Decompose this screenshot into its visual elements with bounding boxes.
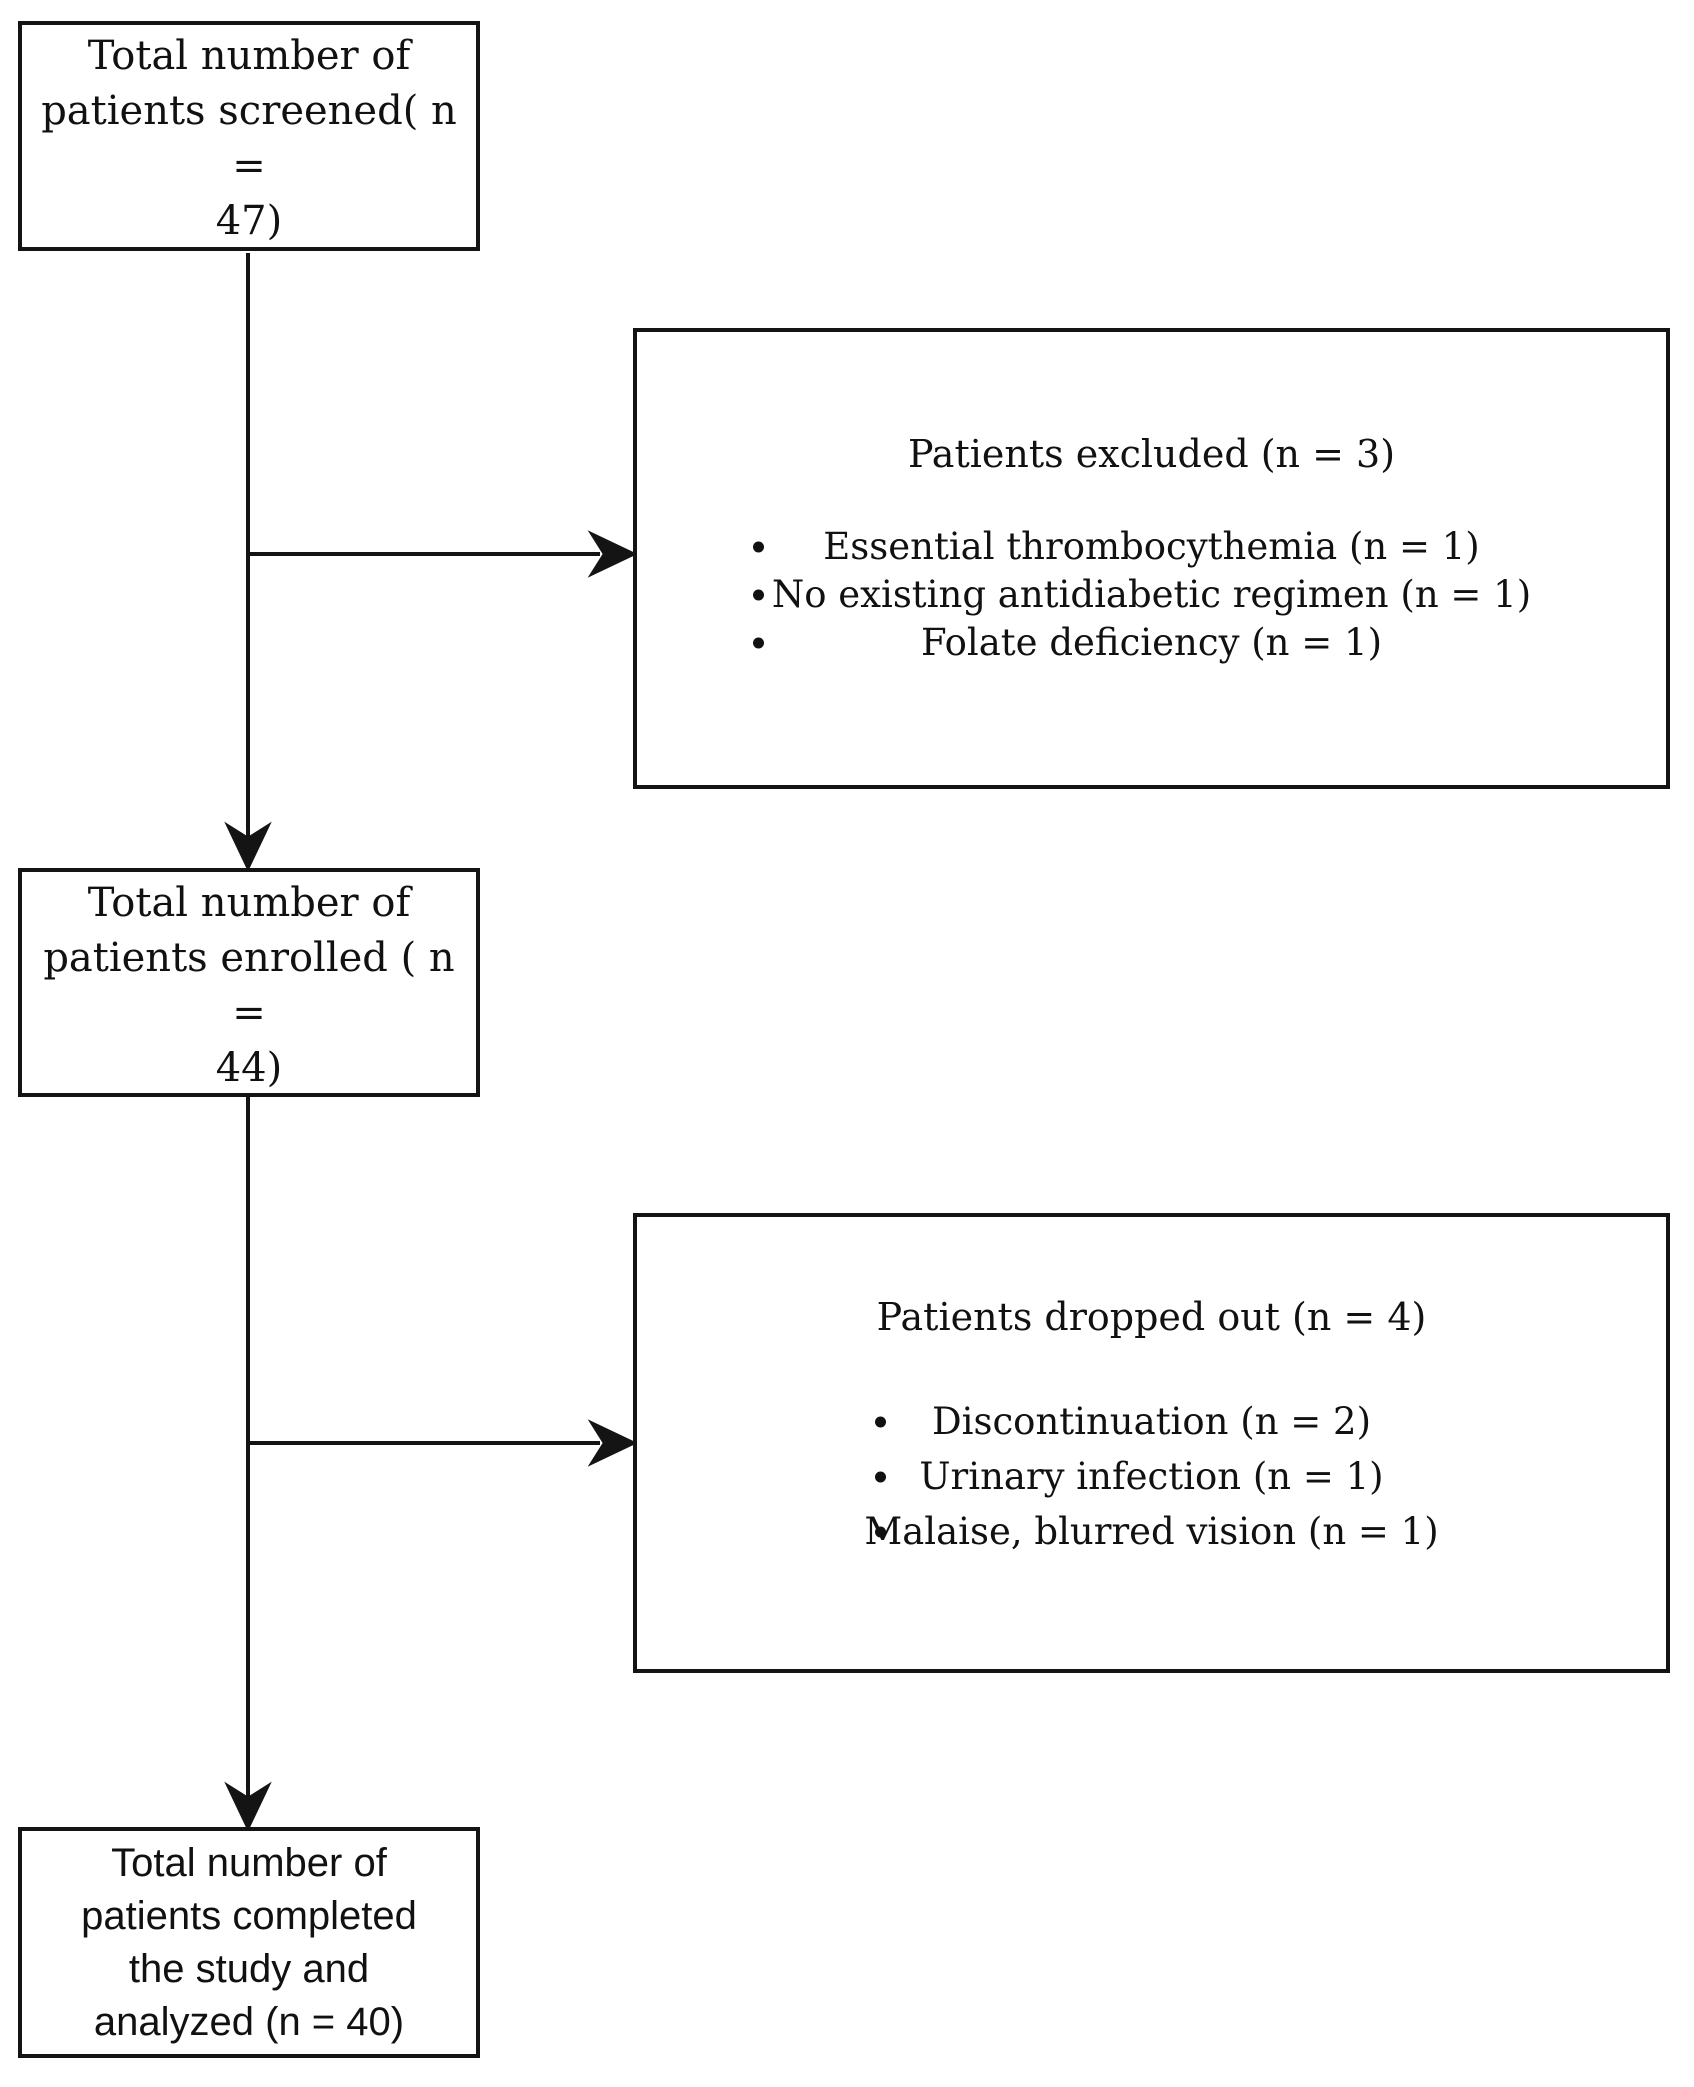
excluded-title: Patients excluded (n = 3)	[907, 432, 1396, 476]
box-patients-dropped-out: Patients dropped out (n = 4) Discontinua…	[633, 1213, 1670, 1673]
box-text-line: analyzed (n = 40)	[93, 1999, 405, 2044]
box-text-line: patients completed	[81, 1893, 417, 1938]
dropped-title: Patients dropped out (n = 4)	[876, 1295, 1427, 1339]
box-text-line: 47)	[215, 198, 283, 244]
bullet-dot-icon	[875, 1526, 886, 1537]
excluded-list: Essential thrombocythemia (n = 1) No exi…	[637, 523, 1666, 667]
box-text-line: Total number of	[87, 33, 411, 79]
box-patients-completed: Total number of patients completed the s…	[18, 1827, 480, 2058]
box-text-line: 44)	[215, 1044, 283, 1091]
arrow-screened-to-enrolled	[224, 253, 272, 872]
box-text-line: Total number of	[111, 1840, 387, 1885]
list-item: Folate deficiency (n = 1)	[637, 619, 1666, 667]
list-item-text: Discontinuation (n = 2)	[931, 1400, 1372, 1443]
box-text-line: patients screened( n =	[41, 88, 457, 189]
box-text-line: Total number of	[87, 879, 411, 926]
list-item-text: Malaise, blurred vision (n = 1)	[864, 1510, 1439, 1553]
list-item-text: Urinary infection (n = 1)	[919, 1455, 1384, 1498]
arrow-to-dropped	[250, 1419, 638, 1467]
list-item: Discontinuation (n = 2)	[637, 1394, 1666, 1449]
list-item-text: Folate deficiency (n = 1)	[920, 621, 1383, 664]
list-item: Malaise, blurred vision (n = 1)	[637, 1504, 1666, 1559]
box-patients-excluded: Patients excluded (n = 3) Essential thro…	[633, 328, 1670, 789]
dropped-list: Discontinuation (n = 2) Urinary infectio…	[637, 1394, 1666, 1559]
list-item: Urinary infection (n = 1)	[637, 1449, 1666, 1504]
list-item-text: Essential thrombocythemia (n = 1)	[823, 525, 1480, 568]
bullet-dot-icon	[875, 1471, 886, 1482]
box-text-line: the study and	[128, 1946, 370, 1991]
bullet-dot-icon	[753, 637, 764, 649]
list-item-text: No existing antidiabetic regimen (n = 1)	[771, 573, 1532, 616]
bullet-dot-icon	[875, 1416, 886, 1427]
list-item: Essential thrombocythemia (n = 1)	[637, 523, 1666, 571]
arrow-to-excluded	[250, 530, 638, 578]
box-text-line: patients enrolled ( n =	[43, 934, 455, 1036]
arrow-enrolled-to-completed	[224, 1095, 272, 1832]
bullet-dot-icon	[753, 589, 764, 601]
box-patients-screened: Total number of patients screened( n = 4…	[18, 21, 480, 251]
list-item: No existing antidiabetic regimen (n = 1)	[637, 571, 1666, 619]
box-patients-enrolled: Total number of patients enrolled ( n = …	[18, 868, 480, 1097]
bullet-dot-icon	[753, 541, 764, 553]
